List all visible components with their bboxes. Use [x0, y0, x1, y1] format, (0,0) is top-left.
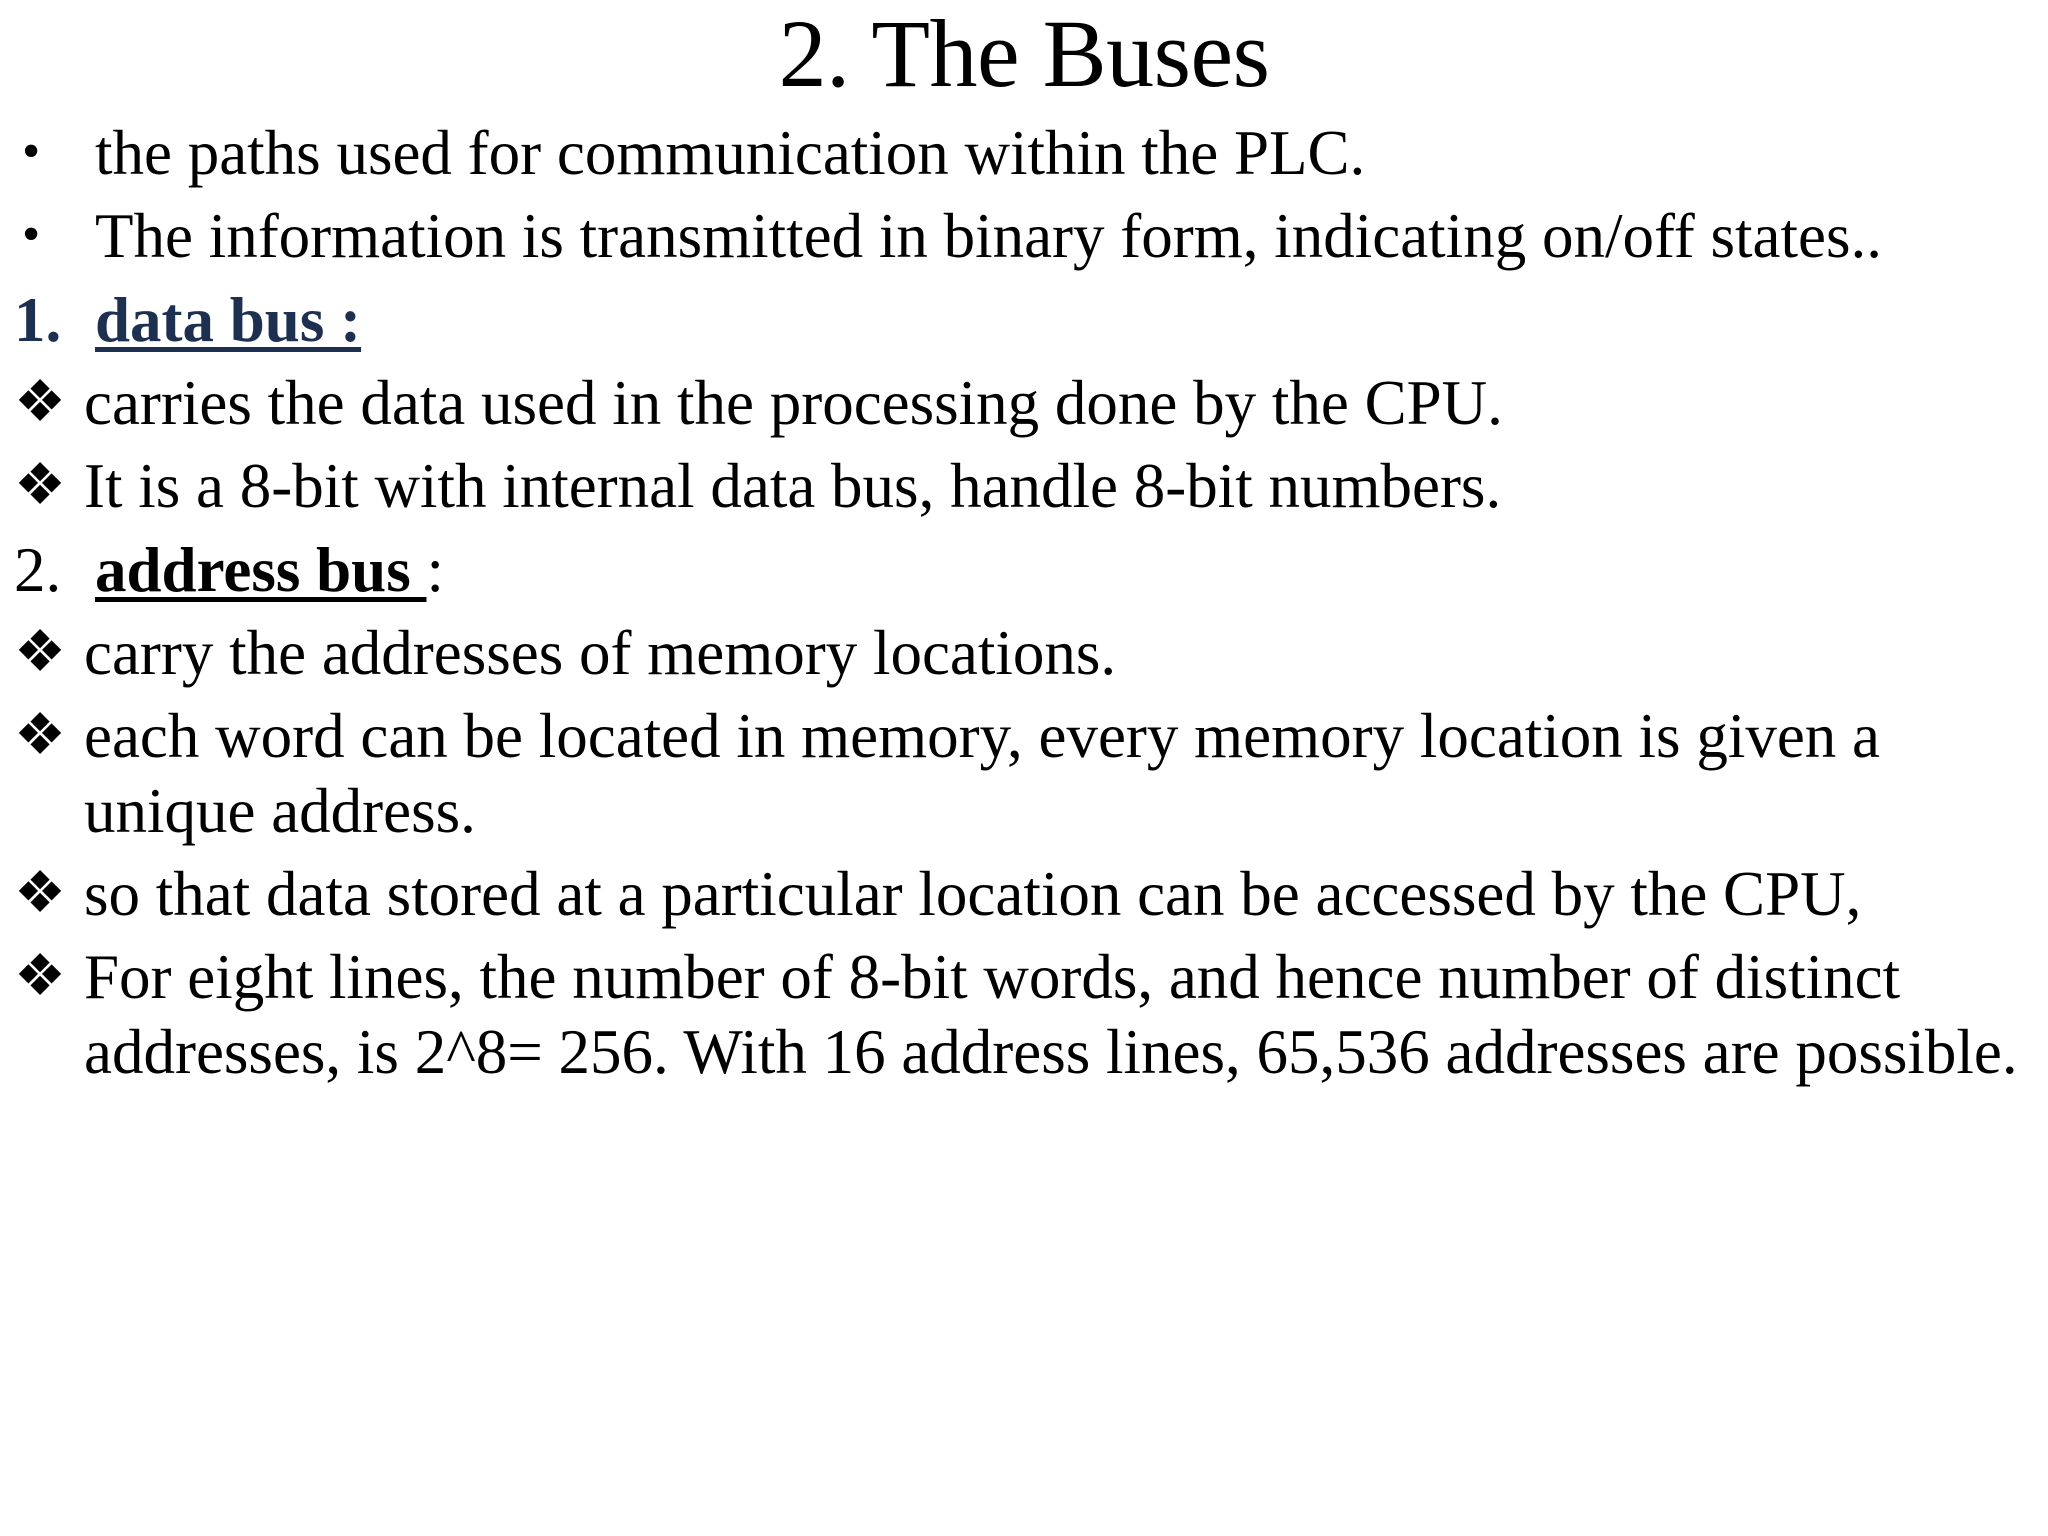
list-item-text: It is a 8-bit with internal data bus, ha… [84, 451, 1502, 522]
bullet-diamond-icon: ❖ [14, 859, 66, 925]
heading-label: address bus [95, 534, 427, 605]
bullet-dot-icon: • [22, 123, 41, 180]
slide-body-list: • the paths used for communication withi… [0, 116, 2048, 1098]
list-item: • The information is transmitted in bina… [0, 199, 2048, 282]
bullet-diamond-icon: ❖ [14, 452, 66, 518]
list-item-text: carries the data used in the processing … [84, 367, 1503, 438]
heading-label: data bus : [95, 284, 362, 355]
bullet-dot-icon: • [22, 206, 41, 264]
list-item: ❖ carry the addresses of memory location… [0, 616, 2048, 699]
list-item-heading-address-bus: 2. address bus : [0, 533, 2048, 616]
list-item: ❖ each word can be located in memory, ev… [0, 699, 2048, 857]
list-item: • the paths used for communication withi… [0, 116, 2048, 199]
page-title: 2. The Buses [778, 0, 1270, 107]
heading-suffix: : [426, 534, 445, 605]
list-item-text: For eight lines, the number of 8-bit wor… [84, 942, 2018, 1087]
list-item-text: so that data stored at a particular loca… [84, 858, 1862, 929]
bullet-diamond-icon: ❖ [14, 943, 66, 1009]
list-item: ❖ carries the data used in the processin… [0, 366, 2048, 449]
list-item: ❖ It is a 8-bit with internal data bus, … [0, 449, 2048, 532]
list-number: 1. [14, 284, 62, 355]
list-item: ❖ so that data stored at a particular lo… [0, 857, 2048, 940]
list-item-text: each word can be located in memory, ever… [84, 701, 1880, 846]
bullet-diamond-icon: ❖ [14, 702, 66, 768]
list-item-heading-data-bus: 1. data bus : [0, 283, 2048, 366]
heading-wrapper: address bus : [95, 533, 2048, 607]
list-item-text: The information is transmitted in binary… [95, 201, 1882, 272]
list-item-text: carry the addresses of memory locations. [84, 617, 1117, 688]
list-item-text: the paths used for communication within … [95, 118, 1366, 188]
bullet-diamond-icon: ❖ [14, 368, 66, 434]
bullet-diamond-icon: ❖ [14, 618, 66, 684]
list-item: ❖ For eight lines, the number of 8-bit w… [0, 940, 2048, 1098]
list-number: 2. [14, 534, 62, 605]
